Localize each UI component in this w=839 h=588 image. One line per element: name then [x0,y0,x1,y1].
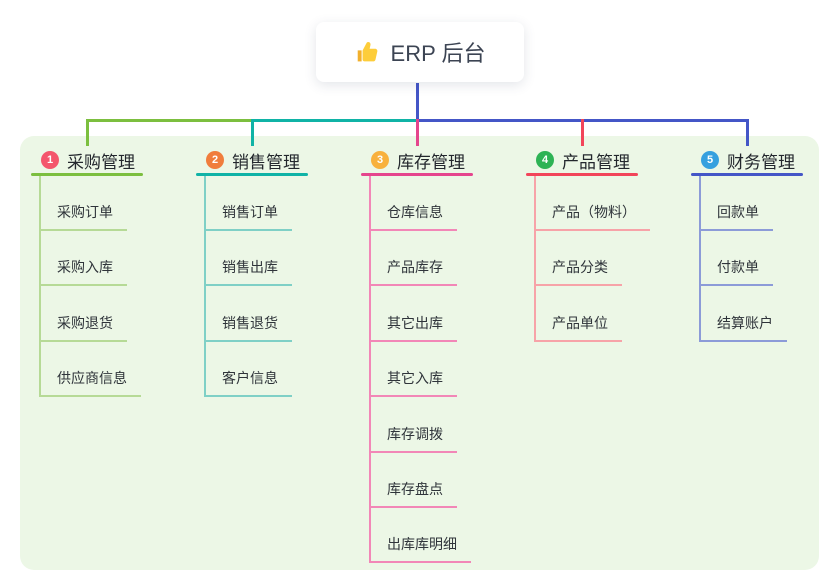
branch-item-node[interactable]: 仓库信息 [369,197,457,231]
branch-child-connector [534,176,536,342]
branch-title: 销售管理 [232,152,300,172]
branch-child-connector [699,176,701,342]
branch-item-label: 供应商信息 [57,370,127,386]
branch-number-badge: 5 [701,151,719,169]
branch-title: 财务管理 [727,152,795,172]
branch-item-label: 仓库信息 [387,204,443,220]
branch-item-label: 产品（物料） [552,204,636,220]
branch-item-label: 采购退货 [57,315,113,331]
branch-node-财务管理[interactable]: 5 财务管理 [691,149,795,172]
thumbs-up-icon [355,39,381,65]
branch-item-node[interactable]: 回款单 [699,197,773,231]
branch-item-label: 付款单 [717,259,759,275]
branch-item-label: 客户信息 [222,370,278,386]
branch-item-node[interactable]: 产品库存 [369,252,457,286]
branch-title: 产品管理 [562,152,630,172]
branch-item-node[interactable]: 出库库明细 [369,529,471,563]
branch-item-node[interactable]: 库存盘点 [369,474,457,508]
branch-underline [691,173,803,176]
branch-item-label: 销售订单 [222,204,278,220]
branch-item-label: 销售退货 [222,315,278,331]
branch-underline [196,173,308,176]
branch-item-node[interactable]: 销售出库 [204,252,292,286]
connector-horizontal-left [86,119,251,122]
connector-drop-1 [86,119,89,146]
branch-item-node[interactable]: 产品（物料） [534,197,650,231]
branch-item-node[interactable]: 销售订单 [204,197,292,231]
branch-item-node[interactable]: 付款单 [699,252,773,286]
branch-item-label: 其它出库 [387,315,443,331]
root-label: ERP 后台 [390,41,486,66]
branch-item-label: 产品分类 [552,259,608,275]
branch-item-node[interactable]: 采购订单 [39,197,127,231]
branch-item-label: 销售出库 [222,259,278,275]
branch-item-label: 库存盘点 [387,481,443,497]
branch-item-node[interactable]: 采购退货 [39,308,127,342]
branch-node-采购管理[interactable]: 1 采购管理 [31,149,135,172]
branch-item-label: 结算账户 [717,315,773,331]
branch-item-node[interactable]: 产品单位 [534,308,622,342]
branch-item-label: 采购订单 [57,204,113,220]
branch-item-node[interactable]: 销售退货 [204,308,292,342]
branch-node-产品管理[interactable]: 4 产品管理 [526,149,630,172]
branch-child-connector [204,176,206,397]
branch-number-badge: 3 [371,151,389,169]
connector-drop-4 [581,119,584,146]
branch-number-badge: 2 [206,151,224,169]
branch-item-node[interactable]: 供应商信息 [39,363,141,397]
branch-item-label: 采购入库 [57,259,113,275]
mindmap-root-node[interactable]: ERP 后台 [316,22,524,82]
branch-item-node[interactable]: 库存调拨 [369,419,457,453]
branch-item-label: 产品单位 [552,315,608,331]
branch-item-label: 出库库明细 [387,536,457,552]
branch-title: 采购管理 [67,152,135,172]
branch-item-label: 回款单 [717,204,759,220]
branch-item-label: 库存调拨 [387,426,443,442]
connector-drop-2 [251,119,254,146]
branch-underline [361,173,473,176]
branch-item-node[interactable]: 结算账户 [699,308,787,342]
branch-item-node[interactable]: 其它入库 [369,363,457,397]
branch-node-销售管理[interactable]: 2 销售管理 [196,149,300,172]
branch-number-badge: 4 [536,151,554,169]
branch-underline [31,173,143,176]
branch-item-node[interactable]: 其它出库 [369,308,457,342]
connector-drop-3 [416,119,419,146]
branches-panel [20,136,819,570]
branch-child-connector [369,176,371,563]
branch-underline [526,173,638,176]
branch-number-badge: 1 [41,151,59,169]
branch-item-label: 产品库存 [387,259,443,275]
connector-horizontal-middle [251,119,416,122]
connector-drop-5 [746,119,749,146]
branch-title: 库存管理 [397,152,465,172]
branch-item-label: 其它入库 [387,370,443,386]
branch-item-node[interactable]: 客户信息 [204,363,292,397]
branch-child-connector [39,176,41,397]
connector-trunk [416,83,419,122]
branch-node-库存管理[interactable]: 3 库存管理 [361,149,465,172]
branch-item-node[interactable]: 产品分类 [534,252,622,286]
branch-item-node[interactable]: 采购入库 [39,252,127,286]
